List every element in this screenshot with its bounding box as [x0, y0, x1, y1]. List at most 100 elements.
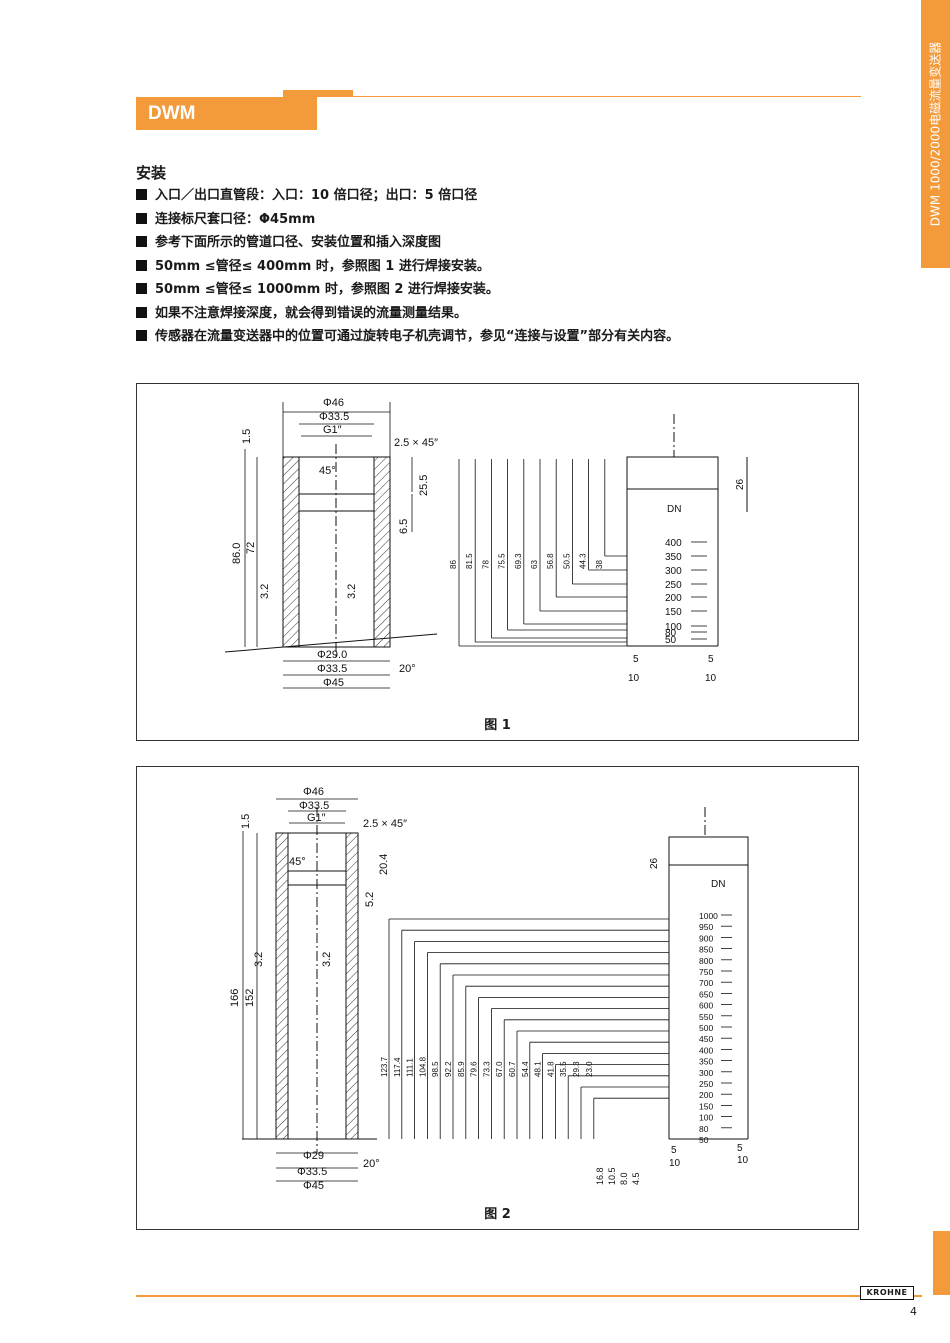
- dn-value: 250: [665, 580, 682, 591]
- dn-value: 400: [699, 1045, 713, 1055]
- roughness-left: 3.2: [259, 584, 271, 599]
- dim-phi45: Φ45: [303, 1180, 324, 1192]
- dn-label: DN: [667, 504, 681, 515]
- dim-chamfer: 2.5 × 45″: [363, 818, 407, 830]
- header-accent: [283, 90, 353, 97]
- dn-value: 650: [699, 989, 713, 999]
- bullet-item: 如果不注意焊接深度，就会得到错误的流量测量结果。: [136, 304, 679, 328]
- dn-value: 100: [699, 1113, 713, 1123]
- dim-angle: 45°: [319, 465, 336, 477]
- bullet-square-icon: [136, 236, 147, 247]
- dn-value: 550: [699, 1012, 713, 1022]
- dn-value: 850: [699, 945, 713, 955]
- dn-value: 200: [699, 1090, 713, 1100]
- bullet-square-icon: [136, 330, 147, 341]
- bullet-item: 入口／出口直管段：入口：10 倍口径；出口：5 倍口径: [136, 186, 679, 210]
- small-10-left: 10: [628, 673, 640, 684]
- depth-label: 75.5: [498, 553, 507, 569]
- dim-weld-angle: 20°: [363, 1158, 380, 1170]
- dn-value: 950: [699, 922, 713, 932]
- small-depth-label: 16.8: [595, 1167, 605, 1185]
- figure-2-caption: 图 2: [484, 1207, 511, 1222]
- dn-value: 100: [665, 622, 682, 633]
- small-5-left: 5: [633, 654, 639, 665]
- depth-label: 44.3: [579, 553, 588, 569]
- dim-g1: G1″: [323, 424, 342, 436]
- fitting-section: [242, 807, 377, 1152]
- depth-label: 78: [481, 560, 490, 569]
- dn-value: 150: [699, 1101, 713, 1111]
- sensor-outline: [626, 414, 748, 647]
- dim-20-4: 20.4: [378, 854, 390, 875]
- dim-phi45: Φ45: [323, 677, 344, 689]
- dn-value: 900: [699, 933, 713, 943]
- depth-label: 23.0: [585, 1061, 594, 1077]
- dimension-labels: Φ46 Φ33.5 G1″ 2.5 × 45″ 45° Φ29.0 Φ33.5 …: [231, 397, 438, 689]
- small-depth-label: 10.5: [607, 1167, 617, 1185]
- bullet-square-icon: [136, 259, 147, 271]
- page-number: 4: [910, 1305, 917, 1318]
- dim-weld-angle: 20°: [399, 663, 416, 675]
- bullet-square-icon: [136, 189, 147, 200]
- small-10-right: 10: [737, 1155, 749, 1166]
- bullet-item: 传感器在流量变送器中的位置可通过旋转电子机壳调节，参见“连接与设置”部分有关内容…: [136, 327, 679, 351]
- bullet-item: 50mm ≤管径≤ 1000mm 时，参照图 2 进行焊接安装。: [136, 280, 679, 304]
- bullet-item: 参考下面所示的管道口径、安装位置和插入深度图: [136, 233, 679, 257]
- depth-label: 41.8: [546, 1061, 555, 1077]
- side-tab: [921, 0, 950, 268]
- dim-phi33-5-bottom: Φ33.5: [297, 1166, 327, 1178]
- dn-labels: 1000950900850800750700650600550500450400…: [699, 911, 732, 1145]
- small-5-left: 5: [671, 1145, 677, 1156]
- depth-label: 56.8: [546, 553, 555, 569]
- dn-value: 800: [699, 956, 713, 966]
- bullet-item: 连接标尺套口径：Φ45mm: [136, 210, 679, 234]
- dn-value: 500: [699, 1023, 713, 1033]
- dim-6-5: 6.5: [398, 519, 410, 534]
- dim-phi33-5-bottom: Φ33.5: [317, 663, 347, 675]
- dn-value: 450: [699, 1034, 713, 1044]
- dimension-labels: Φ46 Φ33.5 G1″ 2.5 × 45″ 45° Φ29 Φ33.5 Φ4…: [229, 786, 407, 1192]
- depth-label: 98.5: [431, 1061, 440, 1077]
- dim-1-5: 1.5: [240, 814, 252, 829]
- sensor-outline: [668, 807, 749, 1140]
- small-5-right: 5: [708, 654, 714, 665]
- depth-label: 38: [595, 560, 604, 569]
- section-tab: DWM: [136, 97, 317, 130]
- dim-phi46: Φ46: [303, 786, 324, 798]
- dim-1-5: 1.5: [241, 429, 253, 444]
- small-depth-label: 4.5: [631, 1172, 641, 1185]
- dn-value: 700: [699, 978, 713, 988]
- depth-label: 63: [530, 560, 539, 569]
- dn-value: 750: [699, 967, 713, 977]
- krohne-logo: KROHNE: [860, 1286, 914, 1300]
- dim-86: 86.0: [231, 543, 243, 564]
- depth-label: 50.5: [562, 553, 571, 569]
- figure-2: Φ46 Φ33.5 G1″ 2.5 × 45″ 45° Φ29 Φ33.5 Φ4…: [136, 766, 859, 1230]
- dim-phi29: Φ29.0: [317, 649, 347, 661]
- install-bullets: 入口／出口直管段：入口：10 倍口径；出口：5 倍口径 连接标尺套口径：Φ45m…: [136, 186, 679, 351]
- dn-value: 50: [665, 635, 677, 646]
- dim-phi46: Φ46: [323, 397, 344, 409]
- depth-label: 60.7: [508, 1061, 517, 1077]
- roughness-right: 3.2: [346, 584, 358, 599]
- small-10-left: 10: [669, 1158, 681, 1169]
- figure-1-caption: 图 1: [484, 718, 511, 733]
- dn-value: 400: [665, 538, 682, 549]
- dim-g1: G1″: [307, 812, 326, 824]
- dim-phi29: Φ29: [303, 1150, 324, 1162]
- dn-value: 250: [699, 1079, 713, 1089]
- depth-label: 69.3: [514, 553, 523, 569]
- depth-label: 81.5: [465, 553, 474, 569]
- dim-chamfer: 2.5 × 45″: [394, 437, 438, 449]
- depth-label: 85.9: [457, 1061, 466, 1077]
- depth-label: 79.6: [470, 1061, 479, 1077]
- dimension-lines: [242, 798, 358, 1182]
- dn-value: 300: [699, 1068, 713, 1078]
- small-10-right: 10: [705, 673, 717, 684]
- dim-25-5: 25.5: [418, 475, 430, 496]
- figure-1: Φ46 Φ33.5 G1″ 2.5 × 45″ 45° Φ29.0 Φ33.5 …: [136, 383, 859, 741]
- depth-label: 104.8: [418, 1056, 427, 1077]
- bullet-square-icon: [136, 283, 147, 294]
- depth-label: 111.1: [406, 1058, 415, 1077]
